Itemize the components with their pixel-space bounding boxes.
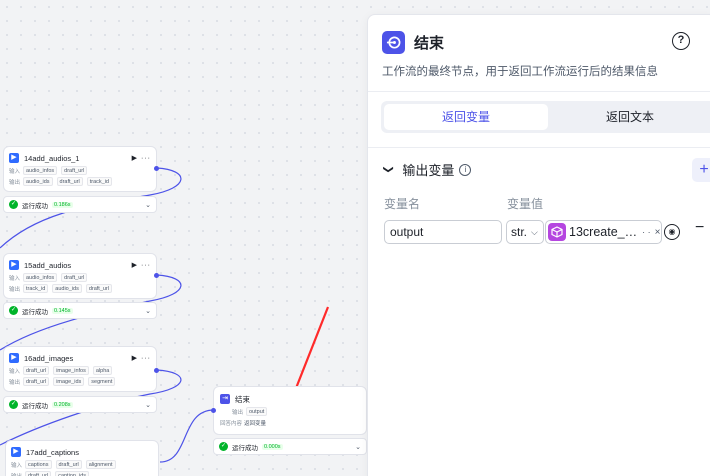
variable-name-input[interactable] [384, 220, 502, 244]
node-outputs: 输出 audio_ids draft_url track_id [9, 176, 151, 187]
node-outputs: 输出 draft_url image_ids segment [9, 376, 151, 387]
input-port[interactable] [211, 408, 216, 413]
end-node-icon: ⇥ [220, 394, 230, 404]
remove-variable-button[interactable]: − [695, 219, 705, 236]
node-title: 16add_images [24, 353, 74, 363]
info-icon[interactable]: i [459, 163, 472, 176]
node-title: 14add_audios_1 [24, 153, 80, 163]
help-icon[interactable]: ? [672, 32, 690, 50]
plugin-icon: ▶ [9, 353, 19, 363]
panel-description: 工作流的最终节点，用于返回工作流运行后的结果信息 [382, 66, 658, 78]
return-mode-tabs: 返回变量 返回文本 [381, 101, 710, 133]
node-run-status[interactable]: ✓ 运行成功 0.186s ⌄ [3, 196, 157, 213]
node-end[interactable]: ⇥ 结束 输出 output 回答内容 返回变量 [213, 386, 367, 435]
end-node-icon [382, 30, 405, 54]
end-node-output: 输出 output [220, 406, 360, 417]
variable-type-select[interactable]: str. ⌵ [506, 220, 544, 244]
node-14add-audios-1[interactable]: ▶ 14add_audios_1 ▶ ··· 输入 audio_infos dr… [3, 146, 157, 192]
node-inputs: 输入 audio_infos draft_url [9, 165, 151, 176]
divider [368, 147, 710, 148]
node-outputs: 输出 draft_url caption_ids [11, 470, 153, 476]
add-variable-button[interactable]: + [692, 158, 710, 182]
end-node-answer: 回答内容 返回变量 [220, 420, 267, 427]
node-15add-audios[interactable]: ▶ 15add_audios ▶ ··· 输入 audio_infos draf… [3, 253, 157, 299]
success-check-icon: ✓ [9, 306, 18, 315]
variable-reference-field[interactable]: 13create_… · · × [545, 220, 662, 244]
end-node-run-status[interactable]: ✓ 运行成功 0.000s ⌄ [213, 438, 367, 455]
node-run-status[interactable]: ✓ 运行成功 0.208s ⌄ [3, 396, 157, 413]
node-inputs: 输入 draft_url image_infos alpha [9, 365, 151, 376]
node-run-status[interactable]: ✓ 运行成功 0.145s ⌄ [3, 302, 157, 319]
variable-selector-icon[interactable]: ◉ [664, 224, 680, 240]
wire-17-to-end [159, 409, 215, 463]
chevron-down-icon[interactable]: ⌄ [145, 201, 151, 209]
close-icon[interactable]: ✕ [708, 29, 710, 53]
node-16add-images[interactable]: ▶ 16add_images ▶ ··· 输入 draft_url image_… [3, 346, 157, 392]
clear-icon[interactable]: × [654, 226, 661, 238]
end-node-config-panel: 结束 ? ✕ 工作流的最终节点，用于返回工作流运行后的结果信息 返回变量 返回文… [367, 14, 710, 476]
run-and-more-icon[interactable]: ▶ ··· [131, 155, 151, 162]
success-check-icon: ✓ [219, 442, 228, 451]
output-port[interactable] [154, 368, 159, 373]
node-outputs: 输出 track_id audio_ids draft_url [9, 283, 151, 294]
chevron-down-icon[interactable]: ⌄ [145, 401, 151, 409]
plugin-icon: ▶ [9, 153, 19, 163]
divider [368, 91, 710, 92]
node-title: 结束 [235, 394, 250, 404]
success-check-icon: ✓ [9, 200, 18, 209]
cube-plugin-icon [548, 223, 566, 241]
tab-return-variables[interactable]: 返回变量 [384, 104, 548, 130]
output-variables-section-header[interactable]: ❯ 输出变量 i [382, 160, 472, 179]
node-inputs: 输入 audio_infos draft_url [9, 272, 151, 283]
chevron-down-icon[interactable]: ❯ [382, 165, 394, 174]
node-inputs: 输入 captions draft_url alignment [11, 459, 153, 470]
chevron-down-icon: ⌵ [531, 226, 538, 237]
column-header-value: 变量值 [507, 197, 544, 211]
column-header-name: 变量名 [384, 197, 421, 211]
panel-header: 结束 ? ✕ [382, 29, 710, 55]
section-title: 输出变量 [402, 163, 455, 178]
panel-title: 结束 [414, 34, 445, 52]
run-and-more-icon[interactable]: ▶ ··· [131, 262, 151, 269]
node-title: 15add_audios [24, 260, 72, 270]
node-17add-captions[interactable]: ▶ 17add_captions 输入 captions draft_url a… [5, 440, 159, 476]
output-port[interactable] [154, 273, 159, 278]
tab-return-text[interactable]: 返回文本 [605, 110, 654, 124]
node-title: 17add_captions [26, 447, 79, 457]
plugin-icon: ▶ [11, 447, 21, 457]
success-check-icon: ✓ [9, 400, 18, 409]
output-port[interactable] [154, 166, 159, 171]
run-and-more-icon[interactable]: ▶ ··· [131, 355, 151, 362]
plugin-icon: ▶ [9, 260, 19, 270]
chevron-down-icon[interactable]: ⌄ [355, 443, 361, 451]
chevron-down-icon[interactable]: ⌄ [145, 307, 151, 315]
